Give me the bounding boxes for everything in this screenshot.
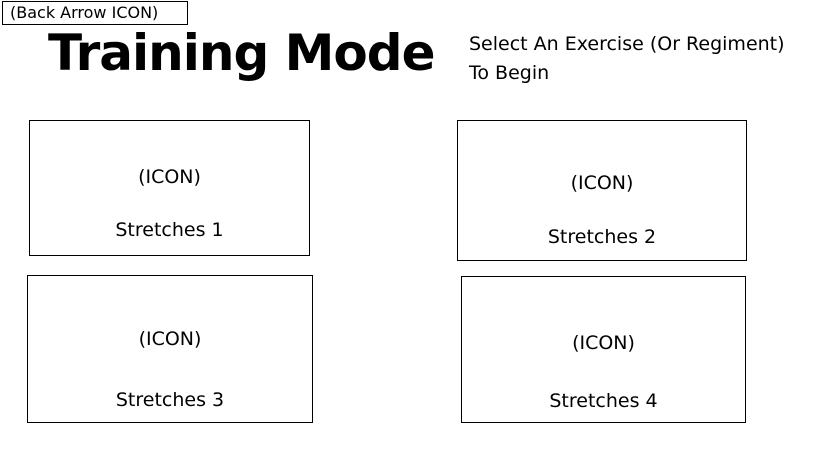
exercise-card-stretches-3[interactable]: (ICON) Stretches 3 [27, 275, 313, 423]
exercise-icon: (ICON) [138, 166, 201, 188]
exercise-icon: (ICON) [570, 172, 634, 194]
exercise-icon: (ICON) [138, 328, 202, 350]
exercise-card-stretches-2[interactable]: (ICON) Stretches 2 [457, 120, 747, 261]
exercise-card-stretches-1[interactable]: (ICON) Stretches 1 [29, 120, 310, 256]
exercise-card-stretches-4[interactable]: (ICON) Stretches 4 [461, 276, 746, 423]
exercise-label: Stretches 1 [115, 219, 224, 241]
exercise-label: Stretches 3 [115, 389, 225, 411]
back-arrow-icon: (Back Arrow ICON) [10, 3, 159, 22]
exercise-label: Stretches 4 [549, 390, 658, 412]
instruction-text: Select An Exercise (Or Regiment) To Begi… [469, 30, 809, 88]
instruction-line-2: To Begin [469, 62, 550, 84]
exercise-label: Stretches 2 [547, 226, 657, 248]
exercise-icon: (ICON) [572, 332, 635, 354]
page-title: Training Mode [48, 24, 435, 82]
back-button[interactable]: (Back Arrow ICON) [2, 1, 188, 25]
instruction-line-1: Select An Exercise (Or Regiment) [469, 33, 785, 55]
